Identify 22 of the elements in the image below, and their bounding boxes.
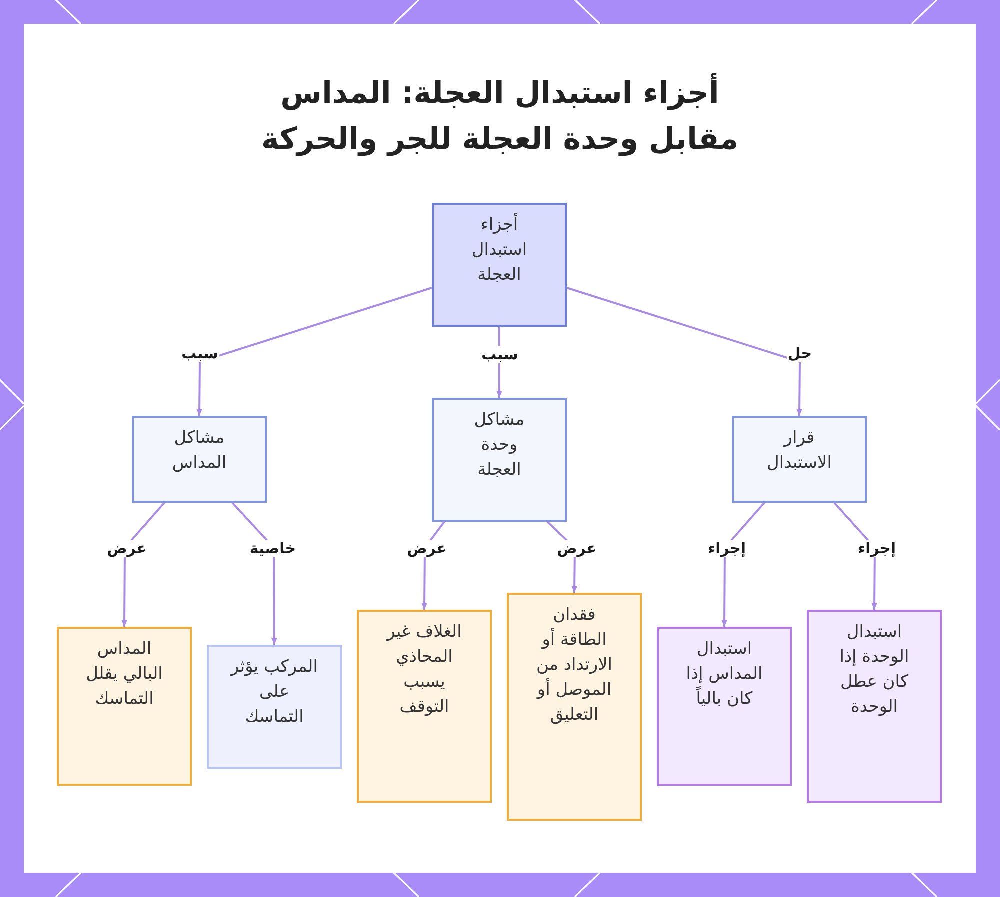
detail-box: الغلاف غير المحاذي يسبب التوقف <box>357 610 492 803</box>
detail-box: فقدان الطاقة أو الارتداد من الموصل أو التعليق <box>507 593 642 821</box>
detail-box: استبدال المداس إذا كان بالياً <box>657 627 792 786</box>
edge-label: عرض <box>406 540 448 558</box>
detail-box: استبدال الوحدة إذا كان عطل الوحدة <box>807 610 942 803</box>
detail-box: المداس البالي يقلل التماسك <box>57 627 192 786</box>
edge-label: خاصية <box>248 540 298 558</box>
edge-label: إجراء <box>856 540 898 558</box>
detail-box: المركب يؤثر على التماسك <box>207 645 342 769</box>
connector <box>232 502 278 645</box>
edge-label: عرض <box>556 540 598 558</box>
topic-box: أجزاء استبدال العجلة <box>432 203 567 327</box>
edge-label: حل <box>786 346 814 362</box>
title: أجزاء استبدال العجلة: المداس مقابل وحدة العجلة للجر والحركة <box>255 71 745 163</box>
category-box: مشاكل وحدة العجلة <box>432 398 567 522</box>
edge-label: سبب <box>480 346 520 364</box>
edge-label: إجراء <box>706 540 748 558</box>
category-box: قرار الاستبدال <box>732 416 867 503</box>
edge-label: عرض <box>106 540 148 558</box>
category-box: مشاكل المداس <box>132 416 267 503</box>
connector <box>196 287 432 416</box>
connector <box>566 287 803 416</box>
